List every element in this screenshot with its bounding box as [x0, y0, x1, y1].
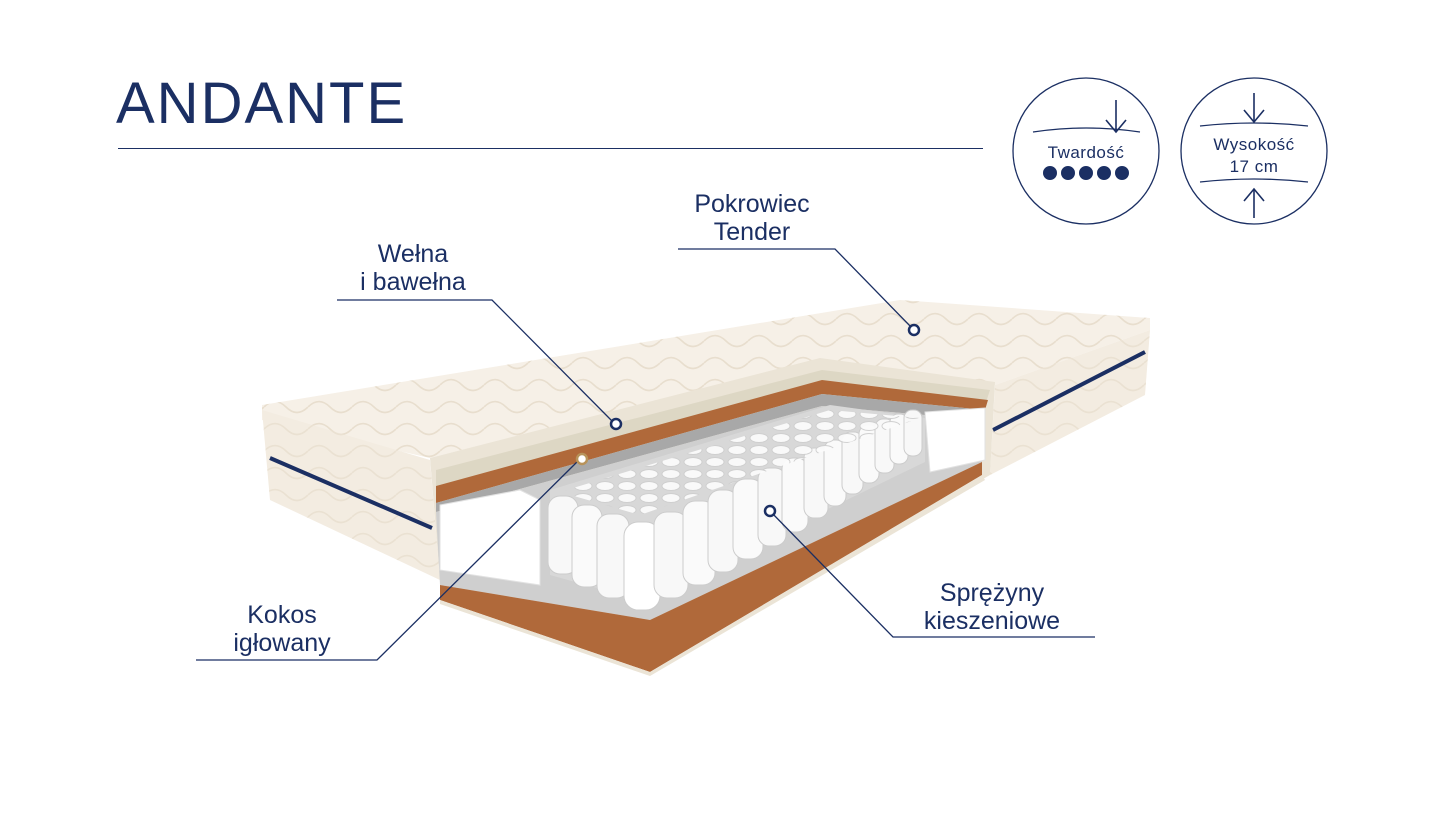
callout-wool: Wełna i bawełna: [360, 240, 466, 296]
mattress-left-side: [262, 410, 440, 580]
height-label: Wysokość 17 cm: [1198, 134, 1310, 178]
piping-right: [992, 350, 1146, 432]
mattress-right-side: [990, 330, 1150, 475]
callout-lines: [196, 248, 1095, 661]
title-divider: [118, 148, 983, 149]
hardness-dot: [1043, 166, 1057, 180]
hardness-dot: [1115, 166, 1129, 180]
callout-markers: [575, 323, 921, 518]
height-value: 17 cm: [1229, 157, 1279, 176]
felt-layer: [436, 394, 985, 512]
callout-springs: Sprężyny kieszeniowe: [923, 579, 1061, 635]
mattress-top-surface: [262, 300, 1150, 458]
piping-left: [269, 456, 433, 530]
marker-springs: [763, 504, 777, 518]
marker-cover: [907, 323, 921, 337]
foam-edge-front: [439, 489, 541, 586]
hardness-dot: [1061, 166, 1075, 180]
callout-cover: Pokrowiec Tender: [694, 190, 810, 246]
foam-edge-back: [924, 407, 986, 473]
coconut-bottom-layer: [440, 462, 982, 672]
callout-coconut: Kokos igłowany: [233, 601, 331, 657]
height-badge: [1180, 77, 1328, 225]
hardness-dot: [1097, 166, 1111, 180]
pocket-springs: [547, 409, 923, 611]
hardness-dot: [1079, 166, 1093, 180]
hardness-dots: [1043, 166, 1129, 180]
marker-wool: [609, 417, 623, 431]
product-title: ANDANTE: [116, 71, 408, 136]
marker-coconut: [575, 452, 589, 466]
hardness-badge: [1012, 77, 1160, 225]
hardness-label: Twardość: [1047, 143, 1125, 162]
